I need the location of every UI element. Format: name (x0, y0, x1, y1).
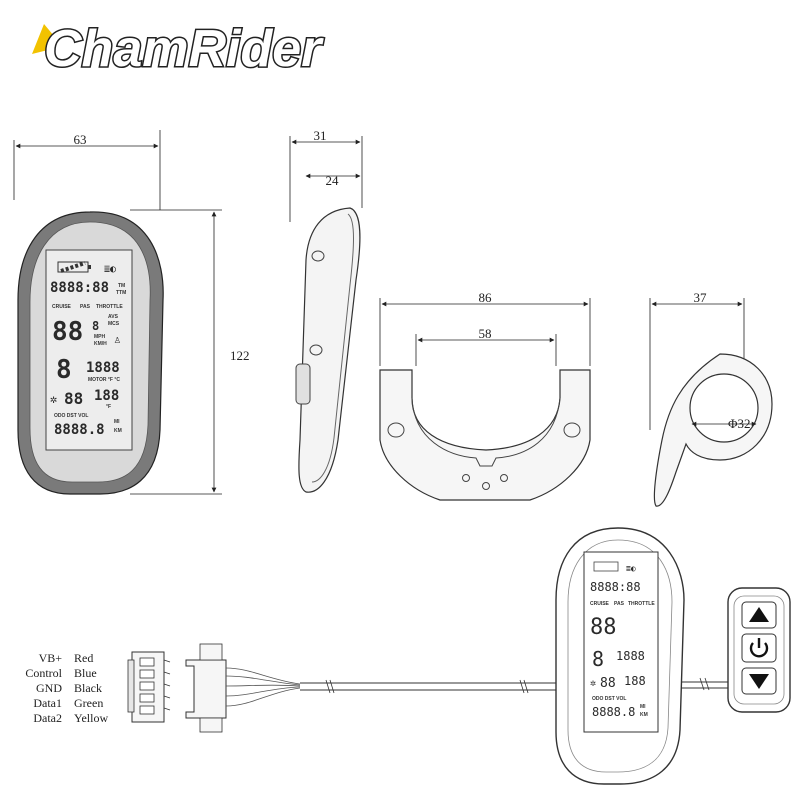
handlebar-clamp: 37 Φ32 (649, 290, 773, 507)
fan-icon: ✲ (50, 392, 57, 406)
lcd-unit-mi: MI (114, 419, 120, 425)
lcd-motor-label: MOTOR °F °C (88, 377, 120, 383)
small-headlight-icon: ≣◐ (626, 564, 636, 573)
lcd-speed-big: 88 (52, 317, 83, 347)
side-housing (298, 207, 361, 493)
small-lcd-speed: 88 (590, 615, 617, 640)
small-lcd-assist: 8 (592, 647, 604, 671)
wire-signal-control: Control (25, 666, 62, 680)
dim-clamp-width: 37 (694, 290, 708, 305)
small-lcd-throttle: THROTTLE (628, 601, 655, 607)
dim-side-inner: 24 (326, 173, 340, 188)
wire-color-yellow: Yellow (74, 711, 108, 725)
front-view-display: 63 122 ≣◐ 8888:88 TM TTM CRUISE PAS THRO… (13, 130, 250, 495)
lcd-mph: MPH (94, 334, 106, 340)
lcd-mode-throttle: THROTTLE (96, 304, 123, 310)
lcd-odo-labels: ODO DST VOL (54, 413, 88, 419)
wire-color-black: Black (74, 681, 102, 695)
lcd-mcs: MCS (108, 321, 120, 327)
lcd-main-readout: 8888:88 (50, 280, 109, 296)
bracket-hole-right (563, 422, 581, 438)
lcd-temp-left: 88 (64, 389, 83, 408)
lcd-screen (45, 249, 133, 451)
small-lcd-pas: PAS (614, 601, 625, 607)
triangle-down-icon (749, 674, 769, 689)
lcd-odo-digits: 8888.8 (54, 422, 105, 438)
display-assembled: ≣◐ 8888:88 CRUISE PAS THROTTLE 88 8 1888… (555, 527, 685, 785)
small-lcd-km: KM (640, 712, 648, 718)
lcd-assist-level: 8 (56, 355, 72, 385)
small-lcd-odo: 8888.8 (592, 705, 635, 719)
lcd-unit-ttm: TTM (116, 290, 126, 296)
side-connector (295, 363, 311, 405)
lcd-power-digits: 1888 (86, 360, 120, 376)
side-mount-hole-top (311, 250, 325, 262)
brand-logo: ChamRider (32, 19, 326, 80)
small-lcd-power: 1888 (616, 649, 645, 663)
wire-signal-data2: Data2 (33, 711, 62, 725)
wire-color-green: Green (74, 696, 103, 710)
side-mount-hole-bottom (309, 344, 323, 356)
small-lcd-mi: MI (640, 704, 646, 710)
small-lcd-odo-labels: ODO DST VOL (592, 696, 626, 702)
small-lcd-main: 8888:88 (590, 580, 641, 594)
small-lcd-temp-right: 188 (624, 674, 646, 688)
dim-bracket-inner: 58 (479, 326, 492, 341)
wire-color-blue: Blue (74, 666, 97, 680)
lcd-temp-unit: °F (106, 404, 111, 410)
lcd-mode-pas: PAS (80, 304, 91, 310)
lcd-avs: AVS (108, 314, 119, 320)
side-view-display: 31 24 (289, 128, 363, 493)
lcd-temp-right: 188 (94, 388, 119, 404)
walk-assist-icon: ♙ (114, 333, 121, 346)
wire-color-red: Red (74, 651, 93, 665)
clamp-bore (689, 373, 759, 443)
power-icon (749, 638, 769, 658)
dim-front-height: 122 (230, 348, 250, 363)
dim-clamp-diameter: Φ32 (728, 416, 751, 431)
lcd-kmh: KM/H (94, 341, 107, 347)
dim-bracket-width: 86 (479, 290, 493, 305)
small-lcd-cruise: CRUISE (590, 601, 610, 607)
dim-front-width: 63 (74, 132, 87, 147)
wire-signal-gnd: GND (36, 681, 62, 695)
lcd-mode-cruise: CRUISE (52, 304, 72, 310)
lcd-unit-km: KM (114, 428, 122, 434)
wiring-section: VB+ Control GND Data1 Data2 Red Blue Bla… (25, 643, 728, 733)
brand-logo-text: ChamRider (44, 20, 324, 78)
remote-button-pad (727, 587, 791, 713)
triangle-up-icon (749, 607, 769, 622)
male-connector (185, 659, 227, 719)
wire-signal-data1: Data1 (33, 696, 62, 710)
lcd-speed-small: 8 (92, 319, 99, 333)
small-fan-icon: ✲ (590, 678, 596, 689)
wire-signal-vb: VB+ (39, 651, 63, 665)
lcd-unit-tm: TM (118, 283, 125, 289)
bracket-hole-left (387, 422, 405, 438)
small-lcd-temp-left: 88 (600, 676, 616, 691)
dim-side-depth: 31 (314, 128, 327, 143)
lightning-accent-icon (32, 24, 54, 54)
headlight-icon: ≣◐ (104, 264, 116, 275)
mount-bracket: 86 58 (379, 290, 591, 501)
